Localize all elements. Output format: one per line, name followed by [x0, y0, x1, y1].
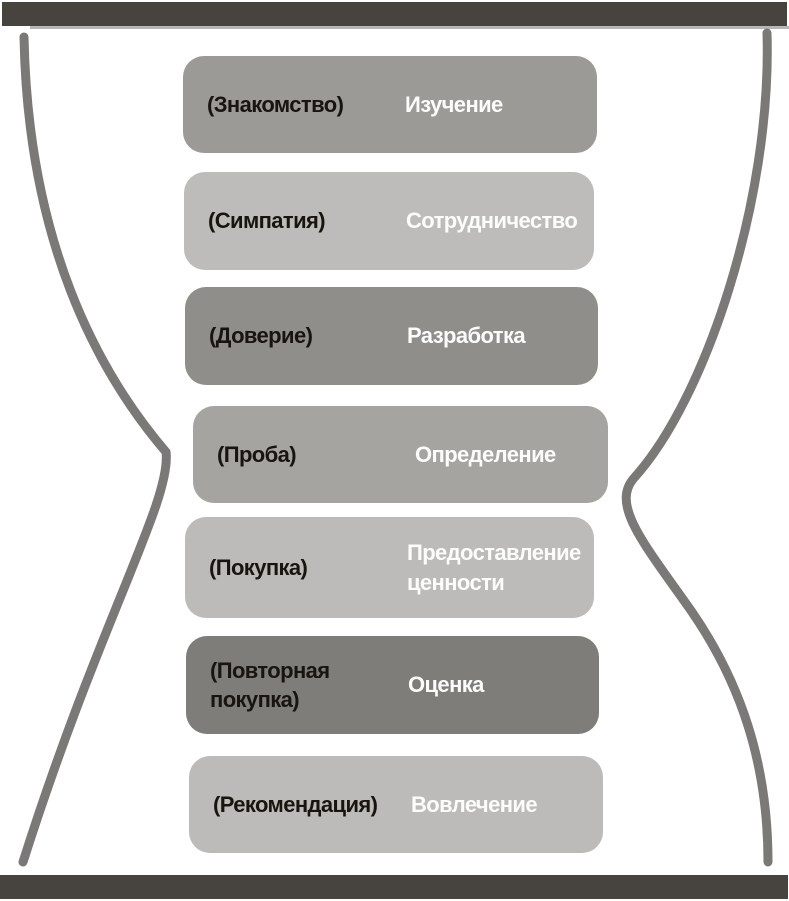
- stage-box-acquaintance: (Знакомство) Изучение: [183, 56, 597, 153]
- bottom-bar: [0, 875, 788, 899]
- stage-action-label: Сотрудничество: [406, 208, 578, 234]
- stage-action-label: Предоставление ценности: [407, 540, 581, 595]
- stage-box-sympathy: (Симпатия) Сотрудничество: [184, 172, 594, 270]
- stage-box-recommendation: (Рекомендация) Вовлечение: [189, 756, 603, 853]
- top-bar: [2, 2, 787, 26]
- stage-action-label: Вовлечение: [411, 791, 538, 817]
- stage-action-label: Изучение: [405, 91, 503, 117]
- stage-relationship-label: (Доверие): [209, 323, 313, 349]
- stage-relationship-label: (Знакомство): [207, 91, 344, 117]
- stage-relationship-label: (Рекомендация): [213, 791, 378, 817]
- stage-relationship-label: (Проба): [217, 441, 297, 467]
- stage-box-trust: (Доверие) Разработка: [185, 287, 598, 385]
- top-bar-shadow-line: [30, 26, 789, 29]
- stage-box-repeat-purchase: (Повторная покупка) Оценка: [186, 636, 599, 734]
- stage-action-label: Оценка: [408, 672, 484, 698]
- stage-box-purchase: (Покупка) Предоставление ценности: [185, 517, 594, 618]
- hourglass-left-curve: [18, 32, 171, 867]
- stage-relationship-label: (Повторная покупка): [210, 657, 330, 712]
- stage-action-label: Определение: [415, 441, 556, 467]
- stage-relationship-label: (Покупка): [209, 554, 308, 580]
- hourglass-right-curve: [621, 28, 773, 867]
- stage-relationship-label: (Симпатия): [208, 208, 326, 234]
- stage-action-label: Разработка: [407, 323, 526, 349]
- stage-box-trial: (Проба) Определение: [193, 406, 608, 503]
